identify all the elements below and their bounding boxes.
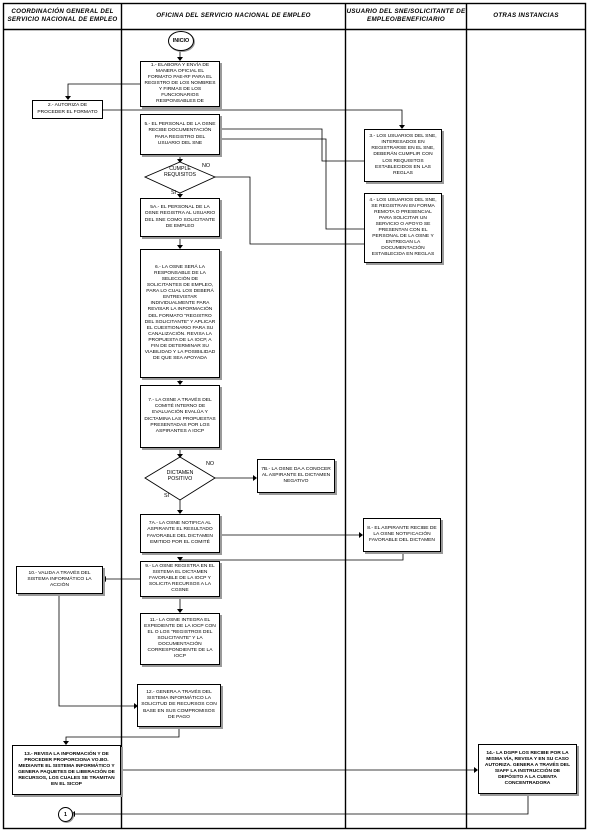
step-14-box: 14.- LA DGPP LOS RECIBE POR LA MISMA VÍA…: [478, 744, 577, 794]
step-7-box: 7.- LA OSNE A TRAVÉS DEL COMITÉ INTERNO …: [140, 385, 220, 448]
arrow-s12-to-s13: [65, 727, 180, 744]
arrowhead-d1: [177, 159, 183, 163]
decision-2-text: DICTAMEN POSITIVO: [166, 470, 194, 483]
arrowhead-s14: [474, 767, 478, 773]
arrowhead-s7: [177, 381, 183, 385]
decision-dictamen-positivo: [144, 456, 216, 501]
step-7a-box: 7A.- LA OSNE NOTIFICA AL ASPIRANTE EL RE…: [140, 514, 220, 553]
decision-2-no-label: NO: [206, 461, 215, 467]
step-7b-box: 7B.- LA OSNE DA A CONOCER AL ASPIRANTE E…: [257, 459, 335, 493]
start-terminator: INICIO: [168, 31, 194, 51]
decision-cumple-requisitos: [143, 161, 217, 194]
step-9-box: 9.- LA OSNE REGISTRA EN EL SISTEMA EL DI…: [140, 561, 220, 597]
step-12-box: 12.- GENERA A TRAVÉS DEL SISTEMA INFORMÁ…: [137, 684, 221, 727]
decision-2-si-label: SI: [164, 493, 170, 499]
arrow-s10-to-s12: [58, 594, 137, 707]
arrowhead-s7a: [177, 510, 183, 514]
arrowhead-s7b: [253, 475, 257, 481]
step-1-box: 1.- ELABORA Y ENVÍA DE MANERA OFICIAL EL…: [140, 61, 220, 107]
step-10-box: 10.- VALIDA A TRAVÉS DEL SISTEMA INFORMÁ…: [16, 566, 103, 594]
step-8-box: 8.- EL ASPIRANTE RECIBE DE LA OSNE NOTIF…: [363, 518, 441, 552]
step-5-box: 5.- EL PERSONAL DE LA OSNE RECIBE DOCUME…: [140, 114, 220, 155]
step-13-box: 13.- REVISA LA INFORMACIÓN Y DE PROCEDER…: [12, 745, 121, 795]
lane-header-oficina: OFICINA DEL SERVICIO NACIONAL DE EMPLEO: [156, 12, 311, 20]
arrowhead-s5a: [177, 194, 183, 198]
arrow-s14-to-connector: [72, 794, 529, 815]
decision-1-no-label: NO: [202, 163, 211, 169]
arrowhead-s8: [359, 532, 363, 538]
decision-1-si-label: SI: [171, 190, 177, 196]
arrowhead-s3: [399, 125, 405, 129]
lane-header-otras: OTRAS INSTANCIAS: [493, 12, 559, 20]
step-4-box: 4.- LOS USUARIOS DEL SNE, SE REGISTRAN E…: [364, 193, 442, 263]
lane-header-usuario: USUARIO DEL SNE/SOLICITANTE DE EMPLEO/BE…: [346, 8, 466, 23]
arrowhead-s9: [177, 557, 183, 561]
arrowhead-s11: [177, 609, 183, 613]
arrowhead-connector: [71, 811, 75, 817]
connectors: [58, 51, 529, 815]
offpage-connector: 1: [58, 807, 73, 822]
arrow-s4-to-s5: [220, 138, 364, 230]
arrow-s1-to-s2: [67, 83, 140, 99]
step-6-box: 6.- LA OSNE SERÁ LA RESPONSABLE DE LA SE…: [140, 249, 220, 378]
arrow-s8-to-s9: [180, 552, 404, 561]
arrowhead-s13: [63, 741, 69, 745]
arrowhead-s10: [102, 576, 106, 582]
lane-header-cgsne: COORDINACIÓN GENERAL DEL SERVICIO NACION…: [7, 8, 118, 23]
arrow-s3-to-s5: [220, 128, 364, 162]
arrowhead-s1: [177, 57, 183, 61]
step-3-box: 3.- LOS USUARIOS DEL SNE, INTERESADOS EN…: [364, 129, 442, 182]
arrowhead-s2: [65, 96, 71, 100]
step-2-box: 2.- AUTORIZA DE PROCEDER EL FORMATO: [32, 100, 103, 119]
step-5a-box: 5A.- EL PERSONAL DE LA OSNE REGISTRA AL …: [140, 198, 220, 237]
arrowhead-s6: [177, 245, 183, 249]
arrowhead-d2: [177, 454, 183, 458]
arrowhead-s12: [134, 703, 138, 709]
decision-1-text: CUMPLE REQUISITOS: [164, 166, 196, 179]
step-11-box: 11.- LA OSNE INTEGRA EL EXPEDIENTE DE LA…: [140, 613, 220, 665]
arrow-s2-to-s3: [103, 109, 403, 128]
